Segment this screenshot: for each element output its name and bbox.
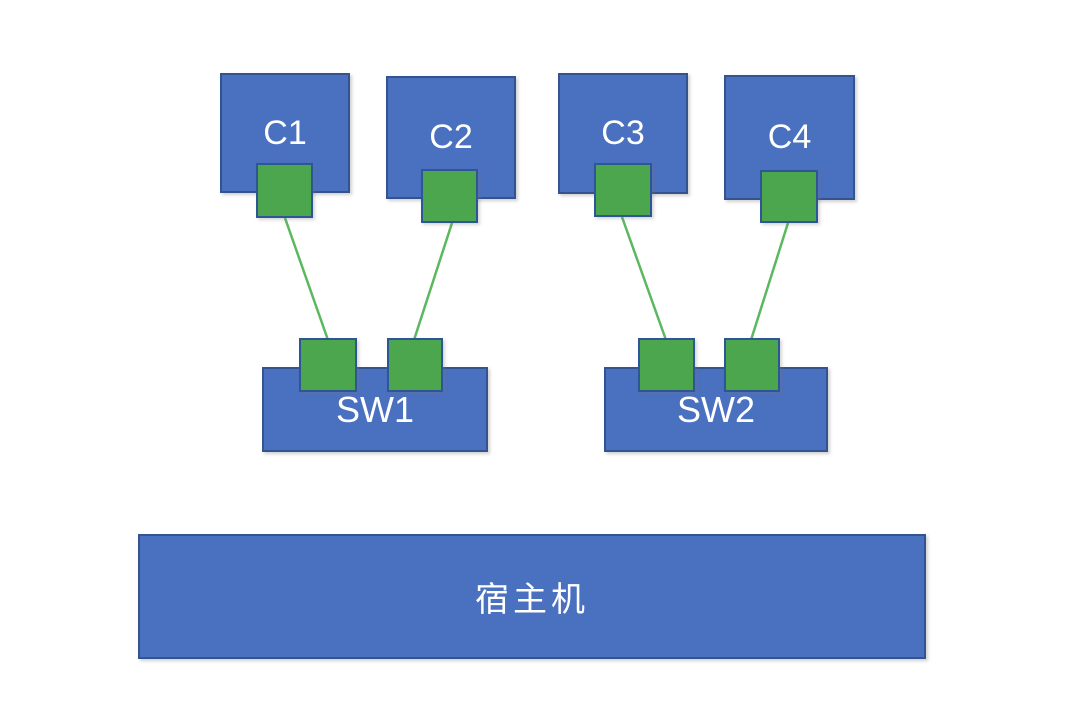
switch-sw1-port-2 [387, 338, 443, 392]
switch-sw1-port-1 [299, 338, 357, 392]
switch-sw2-port-2 [724, 338, 780, 392]
container-c2-label: C2 [429, 118, 473, 156]
host-machine: 宿主机 [138, 534, 926, 659]
container-c2-veth-port [421, 169, 478, 223]
switch-sw2-port-1 [638, 338, 695, 392]
host-machine-label: 宿主机 [475, 581, 589, 619]
link-c3-sw2 [620, 216, 668, 341]
switch-sw1-label: SW1 [335, 388, 414, 430]
link-c2-sw1 [412, 222, 454, 341]
container-c4: C4 [724, 75, 855, 200]
container-c3-veth-port [594, 163, 652, 217]
switch-sw1: SW1 [262, 367, 488, 452]
link-c1-sw1 [283, 217, 330, 341]
container-c3-label: C3 [601, 114, 645, 152]
container-c1-veth-port [256, 163, 313, 218]
container-c1-label: C1 [263, 113, 307, 152]
switch-sw2-label: SW2 [676, 388, 755, 430]
link-c4-sw2 [749, 222, 790, 341]
container-c4-veth-port [760, 170, 818, 223]
container-c4-label: C4 [767, 118, 812, 156]
